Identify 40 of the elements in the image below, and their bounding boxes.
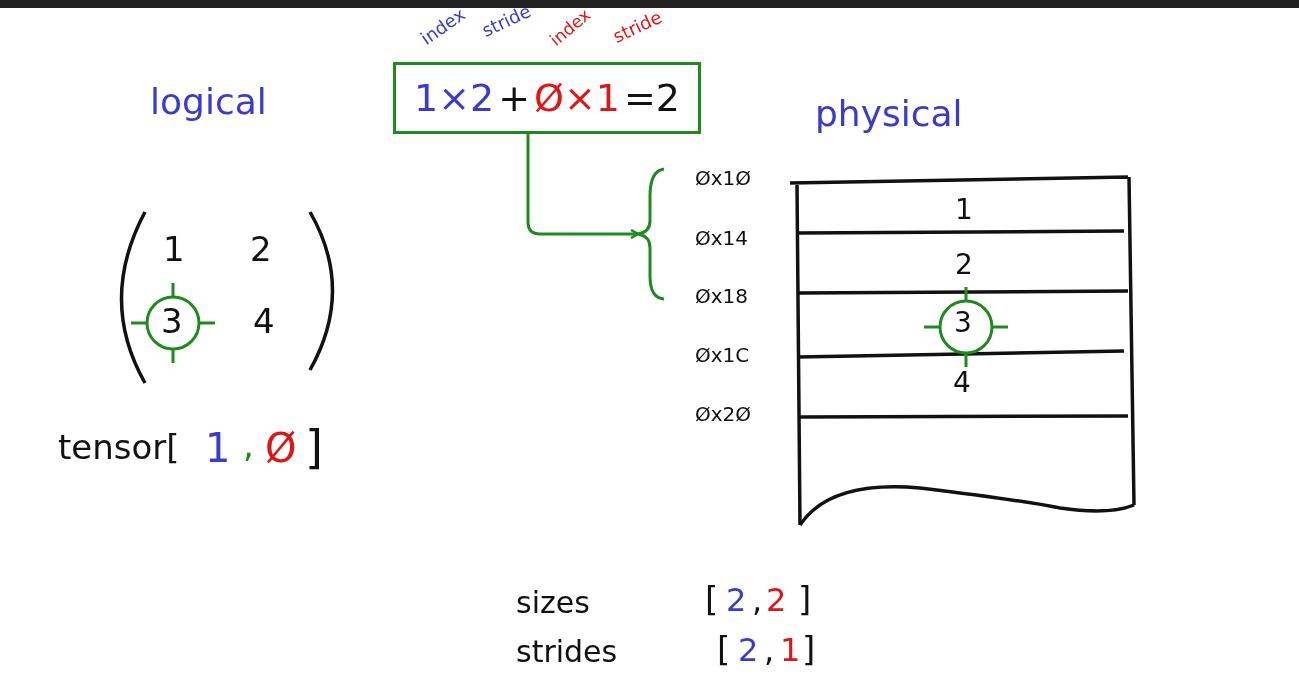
matrix-entry: 4 bbox=[253, 304, 275, 338]
matrix-entry: 3 bbox=[161, 304, 183, 338]
matrix-entry: 1 bbox=[163, 232, 185, 266]
expression-text: tensor[ bbox=[58, 430, 180, 464]
memory-value: 4 bbox=[953, 369, 971, 397]
formula-term: =2 bbox=[623, 76, 680, 120]
address-label: Øx1C bbox=[695, 345, 750, 365]
annotation-text: stride bbox=[479, 2, 534, 40]
formula-box bbox=[393, 62, 701, 134]
address-label: Øx14 bbox=[695, 228, 749, 248]
bracket-text: ] bbox=[798, 582, 812, 616]
bracket-text: [ bbox=[705, 582, 719, 616]
bracket-text: [ bbox=[717, 632, 731, 666]
size-value: 2 bbox=[726, 584, 747, 616]
memory-value: 2 bbox=[955, 251, 973, 279]
property-name: strides bbox=[516, 637, 618, 667]
bracket-text: ] bbox=[305, 424, 323, 470]
address-label: Øx2Ø bbox=[695, 404, 752, 424]
bracket-text: ] bbox=[802, 632, 816, 666]
size-value: 2 bbox=[766, 584, 787, 616]
arrow bbox=[526, 134, 640, 240]
separator-text: , bbox=[752, 584, 763, 616]
memory-value: 1 bbox=[955, 196, 973, 224]
formula-term: Ø×1 bbox=[534, 76, 620, 120]
stride-value: 1 bbox=[780, 634, 801, 666]
property-name: sizes bbox=[516, 588, 590, 618]
index-value: 1 bbox=[205, 428, 231, 468]
matrix-entry: 2 bbox=[250, 232, 272, 266]
formula-term: 1×2 bbox=[414, 76, 495, 120]
address-label: Øx18 bbox=[695, 286, 749, 306]
index-value: Ø bbox=[265, 428, 297, 468]
separator-text: , bbox=[764, 634, 775, 666]
memory-value: 3 bbox=[954, 309, 972, 337]
annotation-text: stride bbox=[610, 8, 665, 46]
separator-text: , bbox=[243, 428, 254, 462]
formula-term: + bbox=[498, 76, 531, 120]
heading: logical bbox=[150, 84, 267, 120]
stride-value: 2 bbox=[738, 634, 759, 666]
address-label: Øx1Ø bbox=[695, 168, 752, 188]
heading: physical bbox=[815, 96, 963, 132]
